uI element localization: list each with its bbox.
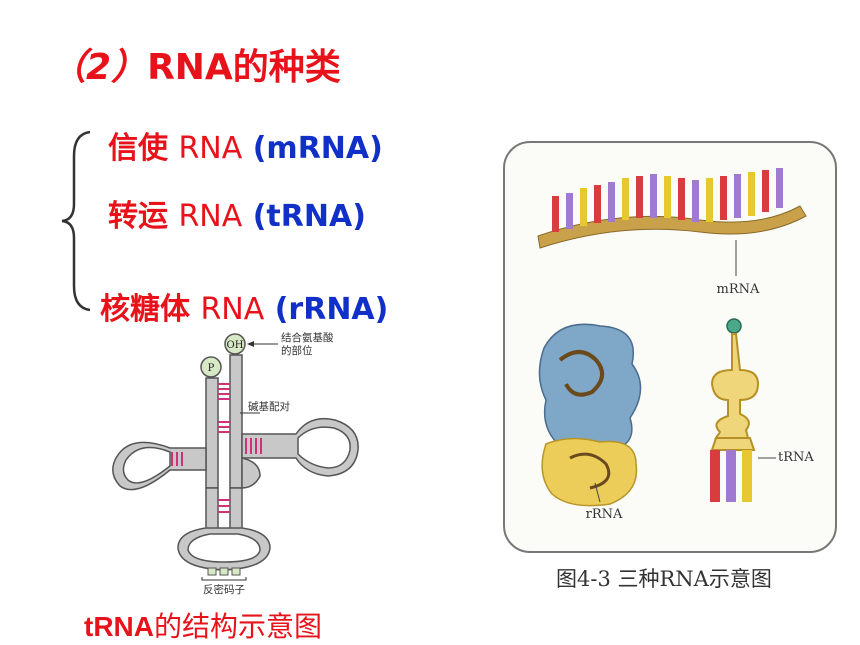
figure-caption: 图4-3 三种RNA示意图 <box>556 567 772 591</box>
rna-type-trna: 转运 RNA (tRNA) <box>108 191 366 235</box>
base-pair-label: 碱基配对 <box>248 400 290 413</box>
trna-label: tRNA <box>778 450 814 465</box>
trna-diagram-caption: tRNA的结构示意图 <box>84 605 322 645</box>
trna-amino-acid-icon <box>726 318 742 334</box>
amino-site-label-line2: 的部位 <box>281 344 313 357</box>
rna-type-en: RNA <box>178 131 243 166</box>
mrna-bases <box>552 168 783 232</box>
arrow-head-icon <box>247 341 254 347</box>
rrna-lower-blob <box>541 437 638 507</box>
rna-type-abbr: (rRNA) <box>274 292 389 327</box>
page-title: （2）RNA的种类 <box>50 38 341 90</box>
amino-site-label-line1: 结合氨基酸 <box>281 331 334 344</box>
rna-type-mrna: 信使 RNA (mRNA) <box>108 123 383 167</box>
rna-type-en: RNA <box>178 199 243 234</box>
anticodon-label: 反密码子 <box>203 583 245 596</box>
rna-type-cn: 转运 <box>108 199 168 234</box>
p-label: P <box>208 363 215 374</box>
trna-bases <box>710 450 752 502</box>
rna-type-cn: 核糖体 <box>100 292 190 327</box>
rna-type-abbr: (mRNA) <box>252 131 383 166</box>
rrna-upper-blob <box>538 323 642 451</box>
mrna-label: mRNA <box>717 282 760 297</box>
oh-circle-icon <box>224 333 246 355</box>
acceptor-pairs <box>218 383 230 433</box>
rna-type-rrna: 核糖体 RNA (rRNA) <box>100 284 388 328</box>
brace-icon <box>61 130 91 312</box>
rna-type-en: RNA <box>200 292 265 327</box>
rna-type-cn: 信使 <box>108 131 168 166</box>
title-text: RNA的种类 <box>147 47 341 88</box>
mrna-ribbon <box>537 205 807 249</box>
oh-label: OH <box>227 340 244 351</box>
title-number: （2） <box>50 47 148 88</box>
p-circle-icon <box>200 356 222 378</box>
trna-cloverleaf-diagram: OH P 结合氨基酸 的部位 碱基配对 <box>112 331 359 596</box>
rna-types-figure: mRNA rRNA tRNA <box>503 141 837 553</box>
rrna-label: rRNA <box>586 507 623 522</box>
rna-type-abbr: (tRNA) <box>252 199 366 234</box>
caption-rest: 的结构示意图 <box>154 611 323 642</box>
caption-bold: tRNA <box>84 611 154 642</box>
